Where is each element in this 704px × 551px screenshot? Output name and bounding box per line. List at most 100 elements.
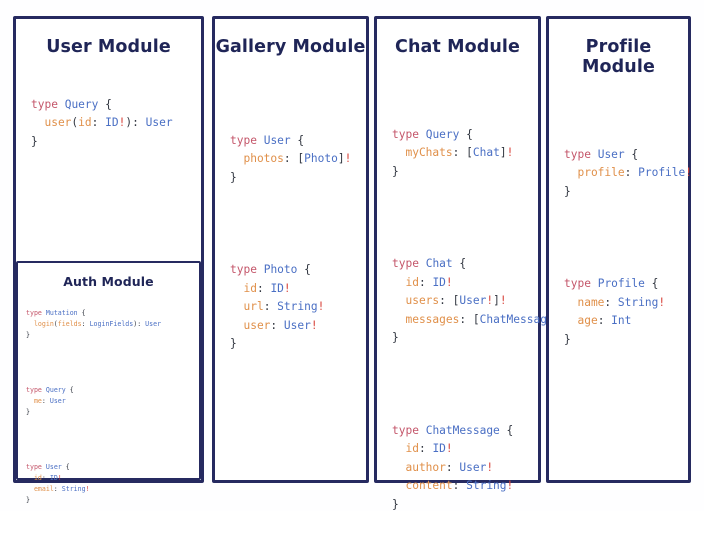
colon: : [53, 485, 62, 493]
brace-close: } [26, 408, 30, 416]
block-spacer [230, 224, 366, 243]
colon: : [624, 166, 639, 179]
non-null-marker: ! [344, 152, 352, 165]
kw-type: type [392, 423, 419, 437]
arg-type: LoginFields [89, 320, 134, 328]
bracket-open: [ [452, 294, 460, 307]
colon: : [263, 300, 278, 313]
block-spacer [564, 238, 688, 257]
return-type: Photo [304, 152, 338, 165]
arg-name: id [78, 116, 92, 129]
brace-open: { [499, 423, 514, 437]
paren-close: ) [125, 116, 133, 129]
return-type: ID [432, 275, 446, 289]
kw-type: type [392, 127, 419, 141]
bracket-open: [ [297, 152, 305, 165]
colon: : [452, 479, 467, 492]
field-name: id [392, 275, 419, 289]
non-null-marker: ! [317, 300, 325, 313]
module-panel-auth[interactable]: Auth Module type Mutation { login(fields… [16, 261, 201, 504]
field-name: url [230, 300, 264, 313]
field-name: user [230, 318, 271, 332]
type-name: User [597, 147, 625, 161]
module-title-profile: Profile Module [582, 37, 655, 77]
field-name: age [564, 314, 598, 327]
brace-close: } [392, 164, 399, 178]
non-null-marker: ! [685, 166, 693, 179]
return-type: String [617, 295, 659, 309]
return-type: ID [49, 474, 58, 482]
bracket-close: ] [499, 146, 507, 159]
type-name: Chat [425, 257, 453, 270]
non-null-marker: ! [118, 116, 126, 129]
block-spacer [392, 218, 538, 237]
return-type: String [277, 300, 318, 313]
field-name: id [392, 442, 419, 455]
colon: : [270, 318, 284, 332]
non-null-marker: ! [310, 318, 318, 332]
type-name: Query [425, 127, 460, 141]
module-panel-chat[interactable]: Chat Module type Query { myChats: [Chat]… [374, 16, 567, 511]
non-null-marker: ! [57, 474, 62, 482]
brace-close: } [392, 331, 399, 344]
type-name: Mutation [45, 309, 78, 317]
return-type: ID [270, 281, 284, 295]
paren-open: ( [71, 116, 79, 129]
non-null-marker: ! [486, 294, 494, 307]
brace-close: } [564, 184, 571, 198]
bracket-close: ] [337, 152, 345, 165]
module-panel-user[interactable]: User Module type Query { user(id: ID!): … [13, 16, 204, 504]
return-type: String [61, 485, 86, 493]
brace-close: } [230, 337, 237, 350]
colon: : [137, 320, 146, 328]
brace-open: { [77, 309, 86, 317]
field-name: author [392, 460, 446, 474]
return-type: User [145, 320, 162, 328]
kw-type: type [564, 277, 591, 290]
type-name: Query [64, 97, 99, 111]
non-null-marker: ! [283, 281, 291, 295]
return-type: User [283, 318, 311, 332]
non-null-marker: ! [486, 460, 494, 474]
code-block-gallery: type User { photos: [Photo]! } type Phot… [215, 61, 366, 391]
colon: : [256, 281, 271, 295]
brace-open: { [452, 257, 467, 270]
brace-open: { [65, 386, 74, 394]
colon: : [459, 312, 473, 326]
brace-close: } [564, 332, 571, 346]
field-name: me [26, 397, 42, 405]
field-name: photos [230, 152, 284, 165]
brace-open: { [290, 133, 305, 147]
field-name: profile [564, 166, 625, 179]
brace-open: { [297, 263, 311, 276]
block-spacer [26, 363, 199, 374]
brace-close: } [26, 331, 30, 339]
code-block-chat: type Query { myChats: [Chat]! } type Cha… [377, 61, 567, 551]
field-name: myChats [392, 146, 453, 159]
kw-type: type [564, 147, 591, 161]
kw-type: type [392, 257, 419, 270]
module-panel-profile[interactable]: Profile Module type User { profile: Prof… [546, 16, 693, 483]
brace-close: } [230, 170, 237, 184]
block-spacer [31, 244, 201, 263]
schema-diagram-canvas: User Module type Query { user(id: ID!): … [13, 16, 693, 511]
colon: : [445, 460, 460, 474]
colon: : [418, 442, 433, 455]
kw-type: type [31, 97, 58, 111]
return-type: Int [611, 314, 632, 327]
return-type: ID [432, 442, 446, 455]
colon: : [41, 474, 50, 482]
non-null-marker: ! [85, 485, 90, 493]
module-title-gallery: Gallery Module [215, 37, 366, 57]
brace-open: { [624, 147, 639, 161]
non-null-marker: ! [445, 275, 453, 289]
brace-open: { [98, 97, 112, 111]
brace-open: { [644, 277, 659, 290]
field-name: user [31, 116, 72, 129]
colon: : [81, 320, 90, 328]
module-panel-gallery[interactable]: Gallery Module type User { photos: [Phot… [212, 16, 369, 483]
brace-open: { [61, 463, 70, 471]
arg-name: fields [57, 320, 82, 328]
code-block-auth: type Mutation { login(fields: LoginField… [18, 291, 199, 528]
field-name: content [392, 479, 453, 492]
